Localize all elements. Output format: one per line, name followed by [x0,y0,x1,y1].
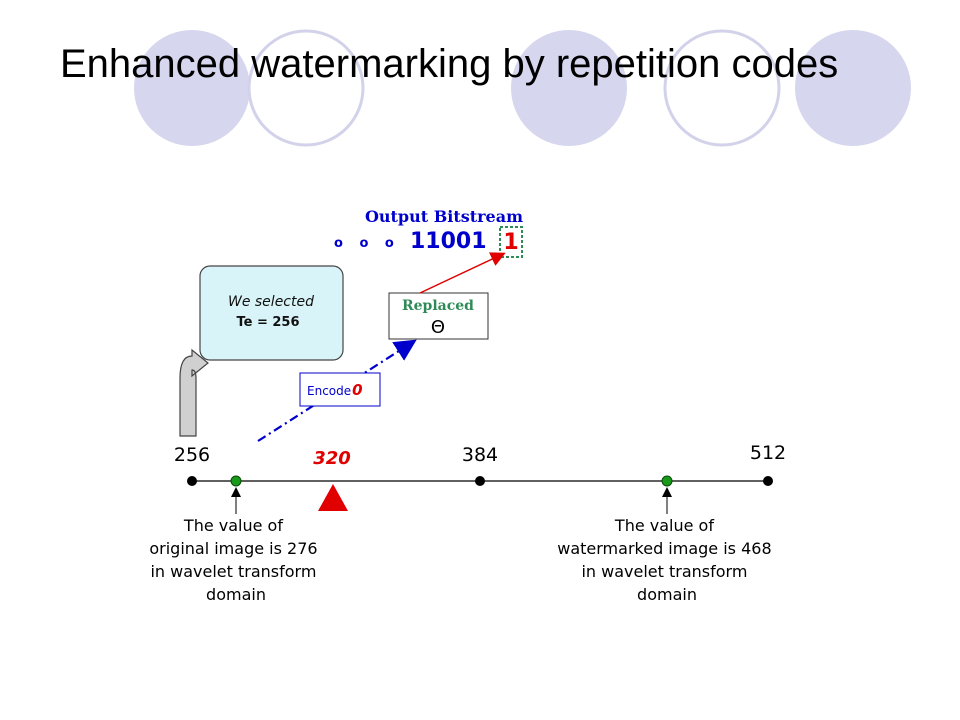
original-note-line: original image is 276 [149,539,317,558]
original-value-marker [230,475,242,487]
encode-box [299,372,381,407]
scale-point-384 [475,476,485,486]
threshold-triangle [318,484,348,511]
original-note-line: domain [206,585,266,604]
ellipsis-dots: o o o [334,236,400,251]
original-note-line: in wavelet transform [150,562,316,581]
encode-bit: 0 [352,381,362,399]
watermarked-note-line: in wavelet transform [581,562,747,581]
slide-title: Enhanced watermarking by repetition code… [60,42,839,86]
tick-label-256: 256 [174,444,210,466]
watermarked-value-note: The value of watermarked image is 468 in… [557,516,776,604]
callout-line-2: Te = 256 [236,315,299,330]
replaced-symbol: Θ [431,317,445,338]
callout-pointer-arrow [179,348,209,437]
scale-point-512 [763,476,773,486]
original-note-line: The value of [183,516,283,535]
bitstream-value: 11001 [410,229,487,254]
watermarked-note-line: domain [637,585,697,604]
bg-circle [663,29,781,147]
encode-arrow [257,339,417,442]
tick-label-384: 384 [462,444,498,466]
selection-callout [199,265,344,361]
encode-word: Encode [307,384,351,398]
output-bitstream-label: Output Bitstream [365,207,523,226]
bg-circle [247,29,365,147]
watermarked-value-marker [661,475,673,487]
callout-line-1: We selected [228,294,314,310]
scale-point-256 [187,476,197,486]
bg-circle [134,30,250,146]
encode-label: Encode0 [307,381,363,399]
replace-arrow [419,252,506,294]
replaced-box [388,292,489,340]
replaced-bit-box [499,226,523,258]
watermarked-note-line: watermarked image is 468 [557,539,771,558]
bg-circle [795,30,911,146]
replaced-label: Replaced [402,298,474,314]
bg-circle [511,30,627,146]
replaced-bit: 1 [503,230,518,255]
tick-label-512: 512 [750,442,786,464]
watermarked-note-line: The value of [614,516,714,535]
tick-label-320: 320 [313,448,351,469]
original-value-note: The value of original image is 276 in wa… [149,516,322,604]
